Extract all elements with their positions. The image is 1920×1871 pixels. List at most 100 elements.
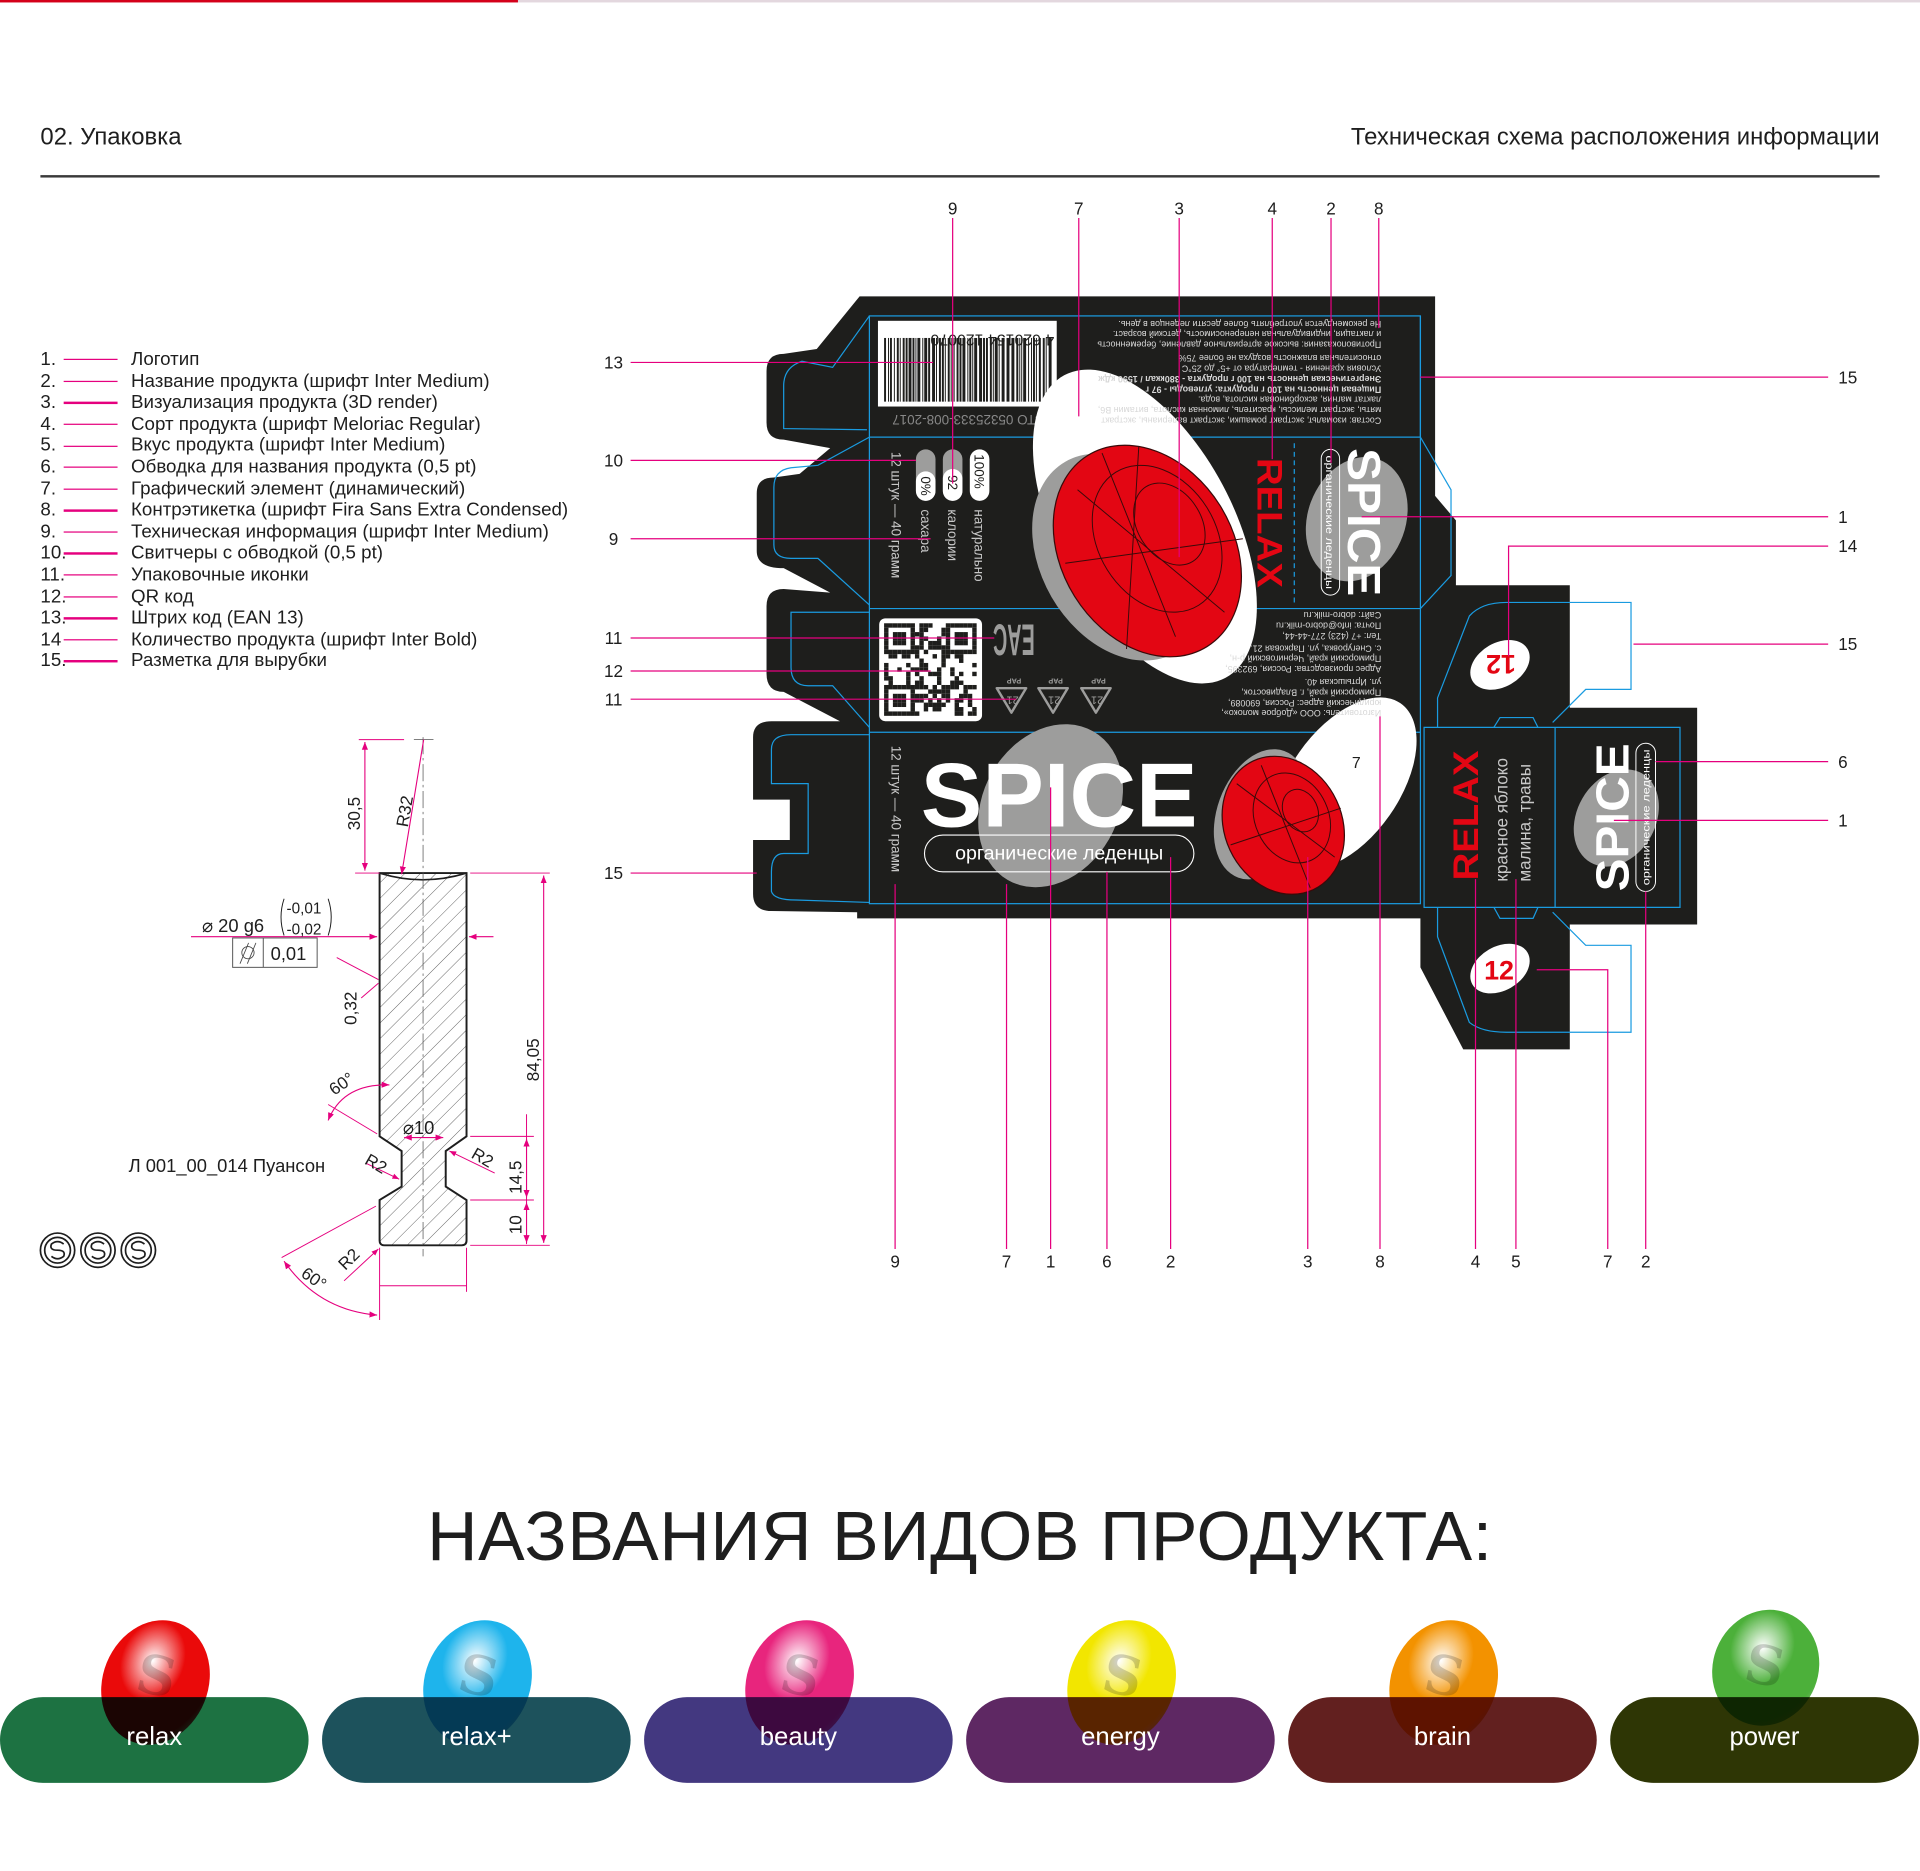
- barcode-bar: [1038, 337, 1041, 402]
- legend-item: 8.Контрэтикетка (шрифт Fira Sans Extra C…: [40, 500, 568, 522]
- qr-module: [923, 662, 929, 668]
- qr-module: [959, 671, 964, 677]
- qr-module: [963, 649, 968, 655]
- qr-module: [888, 654, 893, 659]
- callout-number: 1: [1838, 811, 1848, 831]
- composition-text: Состав: изомальт, экстракт ромашки, экст…: [1097, 319, 1381, 426]
- qr-module: [954, 711, 960, 716]
- barcode-bar: [889, 337, 892, 402]
- qr-module: [967, 693, 973, 699]
- qr-module: [888, 676, 893, 681]
- callout-number: 12: [604, 661, 623, 681]
- qr-module: [901, 702, 907, 708]
- qr-module: [901, 684, 907, 690]
- qr-module: [901, 693, 907, 699]
- qr-module: [914, 645, 920, 650]
- legend-leader-line: [63, 445, 118, 447]
- product-relax-plus: relax+: [322, 1603, 631, 1785]
- qr-module: [923, 693, 929, 699]
- legend-text: Обводка для названия продукта (0,5 pt): [131, 456, 477, 478]
- legend-text: Логотип: [131, 348, 200, 370]
- qr-module: [936, 645, 942, 650]
- qr-module: [941, 684, 946, 690]
- quantity-bottom: 12: [1484, 956, 1514, 986]
- stamp-icon: [79, 1232, 116, 1269]
- callout-number: 3: [1174, 198, 1184, 218]
- qr-module: [932, 640, 937, 646]
- logo-side: SPICE: [1587, 743, 1639, 891]
- qr-module: [914, 671, 920, 677]
- svg-text:юридический адрес: Россия, 690: юридический адрес: Россия, 690089,: [1228, 698, 1381, 708]
- qr-module: [932, 684, 937, 690]
- qr-module: [945, 636, 951, 641]
- qr-module: [923, 649, 929, 655]
- barcode-bar: [908, 337, 912, 402]
- qr-module: [963, 640, 968, 646]
- qr-module: [954, 684, 960, 690]
- qr-module: [972, 662, 977, 668]
- barcode-bar: [994, 337, 998, 402]
- callout-lines: [630, 217, 1829, 1249]
- barcode-bar: [992, 337, 994, 402]
- qr-module: [972, 636, 977, 641]
- qr-module: [950, 680, 955, 685]
- svg-text:с. Снегуровка, ул. Парковая 21: с. Снегуровка, ул. Парковая 21.: [1250, 643, 1381, 653]
- barcode-bar: [905, 337, 908, 402]
- qr-module: [888, 649, 893, 655]
- qr-module: [945, 649, 951, 655]
- candy-render: [1221, 755, 1346, 895]
- candy-stamp-icons: [39, 1232, 157, 1269]
- legend-leader-line: [63, 509, 118, 512]
- callout-number: 9: [948, 198, 958, 218]
- svg-text:мяты, экстракт мелиссы, красит: мяты, экстракт мелиссы, краситель, лимон…: [1098, 405, 1381, 415]
- punch-body: [378, 872, 468, 1247]
- qr-module: [892, 711, 898, 716]
- callout-number: 7: [1603, 1251, 1613, 1271]
- qr-module: [906, 623, 911, 628]
- barcode-bar: [938, 337, 941, 402]
- qr-module: [972, 627, 977, 633]
- qr-module: [932, 645, 937, 650]
- barcode-bar: [1045, 337, 1047, 402]
- legend-text: Контрэтикетка (шрифт Fira Sans Extra Con…: [131, 499, 569, 521]
- qr-module: [932, 689, 937, 694]
- qr-module: [967, 711, 973, 716]
- barcode-bar: [884, 337, 887, 402]
- qr-module: [888, 623, 893, 628]
- switcher-value: 100%: [972, 454, 987, 488]
- barcode-bar: [974, 337, 978, 402]
- legend-leader-line: [63, 552, 118, 555]
- barcode-bar: [928, 337, 931, 402]
- qr-module: [919, 627, 924, 633]
- qr-module: [972, 711, 977, 716]
- qr-module: [959, 698, 964, 703]
- svg-text:PAP: PAP: [1091, 676, 1106, 685]
- legend-text: Сорт продукта (шрифт Meloriac Regular): [131, 413, 481, 435]
- qr-module: [888, 684, 893, 690]
- qr-module: [967, 649, 973, 655]
- qr-module: [910, 640, 915, 646]
- callout-number: 5: [1511, 1251, 1521, 1271]
- barcode-bar: [1035, 337, 1037, 402]
- qr-module: [959, 636, 964, 641]
- barcode-bar: [1006, 337, 1010, 402]
- legend-number: 3.: [40, 392, 57, 413]
- svg-text:Почта: info@dobro-milk.ru: Почта: info@dobro-milk.ru: [1276, 621, 1381, 631]
- qr-module: [936, 680, 942, 685]
- qr-module: [897, 623, 902, 628]
- legend-number: 2.: [40, 370, 57, 392]
- qr-module: [928, 671, 933, 677]
- qr-module: [884, 636, 889, 641]
- legend-item: 9.Техническая информация (шрифт Inter Me…: [40, 521, 568, 543]
- legend-text: Визуализация продукта (3D render): [131, 392, 438, 413]
- callout-number: 9: [890, 1251, 900, 1271]
- qr-module: [972, 671, 977, 677]
- qr-module: [901, 640, 907, 646]
- qr-module: [945, 645, 951, 650]
- qr-module: [897, 693, 902, 699]
- tagline-main: органические леденцы: [955, 843, 1163, 865]
- qr-code: [884, 623, 977, 716]
- qr-module: [972, 632, 977, 637]
- qr-module: [941, 627, 946, 633]
